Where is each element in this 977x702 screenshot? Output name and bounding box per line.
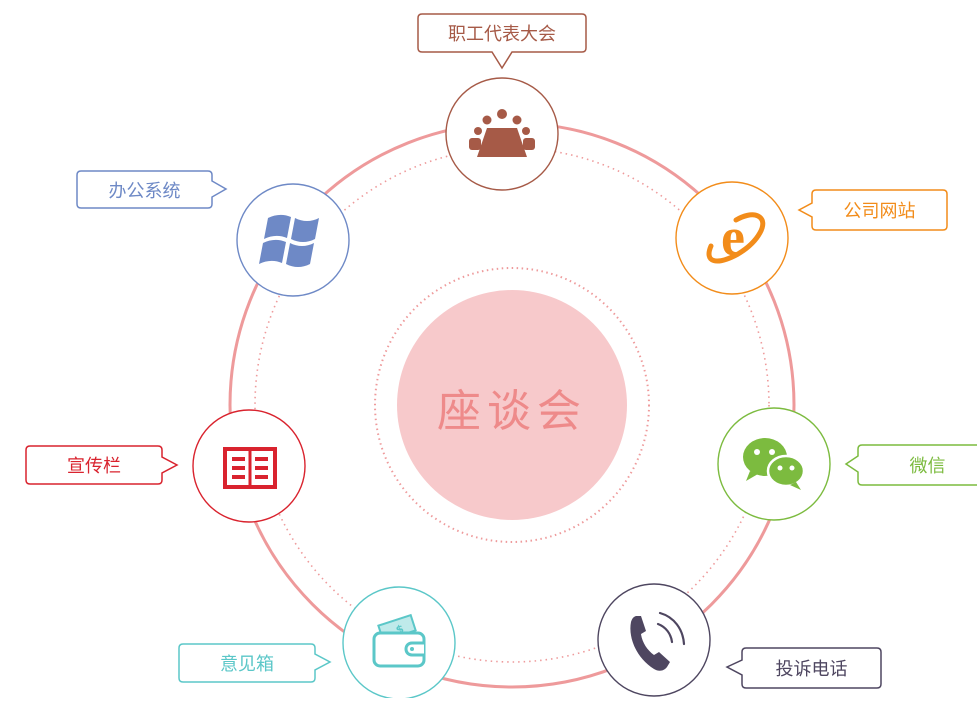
wechat-callout (844, 444, 977, 486)
website-callout (797, 189, 948, 231)
telephone-icon (630, 611, 686, 671)
wallet-icon: $ (372, 613, 426, 668)
office-callout (76, 170, 228, 209)
phone-node (597, 583, 711, 697)
office-label: 办公系统 (108, 180, 181, 202)
bulletin-board-icon (223, 447, 277, 489)
phone-callout (725, 647, 882, 689)
center-circle (397, 290, 627, 520)
website-label: 公司网站 (843, 201, 916, 222)
meeting-people-icon (469, 109, 535, 157)
center-dotted-ring (374, 267, 650, 543)
bulletin-label: 宣传栏 (67, 456, 121, 477)
suggestion-label: 意见箱 (220, 654, 274, 675)
wechat-icon (743, 438, 806, 490)
phone-label: 投诉电话 (775, 659, 848, 680)
svg-text:$: $ (394, 622, 405, 637)
bulletin-callout (25, 445, 179, 485)
center-title: 座谈会 (437, 386, 587, 437)
wechat-label: 微信 (909, 456, 946, 477)
office-node (236, 183, 350, 297)
internet-explorer-icon: e (706, 207, 766, 267)
website-node (675, 181, 789, 295)
suggestion-callout (178, 643, 332, 683)
windows-icon (259, 214, 319, 267)
congress-callout (417, 13, 587, 70)
congress-label: 职工代表大会 (448, 24, 556, 45)
